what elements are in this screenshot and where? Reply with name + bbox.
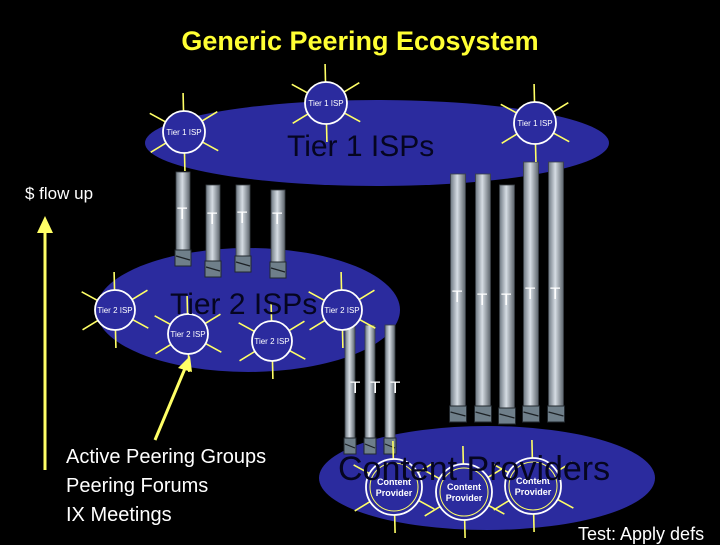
cable-1 xyxy=(206,185,220,273)
footer-text: Test: Apply defs xyxy=(578,524,704,545)
transit-mark-5: T xyxy=(477,290,487,310)
tier2-router-1-spoke-3 xyxy=(82,292,98,301)
note-peering-forums: Peering Forums xyxy=(66,475,208,498)
tier2-router-4-label: Tier 2 ISP xyxy=(324,306,359,315)
transit-mark-3: T xyxy=(272,209,282,229)
tier1-router-1-spoke-3 xyxy=(292,84,308,93)
transit-mark-4: T xyxy=(452,287,462,307)
transit-mark-2: T xyxy=(237,208,247,228)
tier1-router-3-label: Tier 1 ISP xyxy=(517,119,552,128)
content-router-1-label-1: Provider xyxy=(376,488,413,498)
transit-mark-1: T xyxy=(207,209,217,229)
transit-mark-8: T xyxy=(550,284,560,304)
transit-mark-10: T xyxy=(370,378,380,398)
flow-up-arrowhead xyxy=(37,216,53,233)
cable-3 xyxy=(271,190,285,274)
tier2-router-3-label: Tier 2 ISP xyxy=(254,337,289,346)
tier2-cloud-label: Tier 2 ISPs xyxy=(170,288,317,322)
tier1-router-1-spoke-5 xyxy=(344,83,359,92)
content-router-2-label-1: Provider xyxy=(446,493,483,503)
pointer-arrow xyxy=(155,366,186,440)
transit-mark-7: T xyxy=(525,284,535,304)
tier1-router-1-label: Tier 1 ISP xyxy=(308,99,343,108)
note-active-peering-groups: Active Peering Groups xyxy=(66,446,266,469)
transit-mark-9: T xyxy=(350,378,360,398)
tier2-router-1-spoke-2 xyxy=(83,320,98,329)
transit-mark-11: T xyxy=(390,378,400,398)
tier2-router-1-label: Tier 2 ISP xyxy=(97,306,132,315)
note-ix-meetings: IX Meetings xyxy=(66,504,172,527)
tier1-router-2-spoke-3 xyxy=(150,113,166,122)
tier1-router-3-spoke-5 xyxy=(553,103,568,112)
tier1-router-2-label: Tier 1 ISP xyxy=(166,128,201,137)
transit-mark-0: T xyxy=(177,204,187,224)
flow-up-label: $ flow up xyxy=(25,184,93,204)
transit-mark-6: T xyxy=(501,290,511,310)
tier1-cloud-label: Tier 1 ISPs xyxy=(287,130,434,164)
content-cloud-label: Content Providers xyxy=(338,450,610,489)
tier2-router-2-label: Tier 2 ISP xyxy=(170,330,205,339)
